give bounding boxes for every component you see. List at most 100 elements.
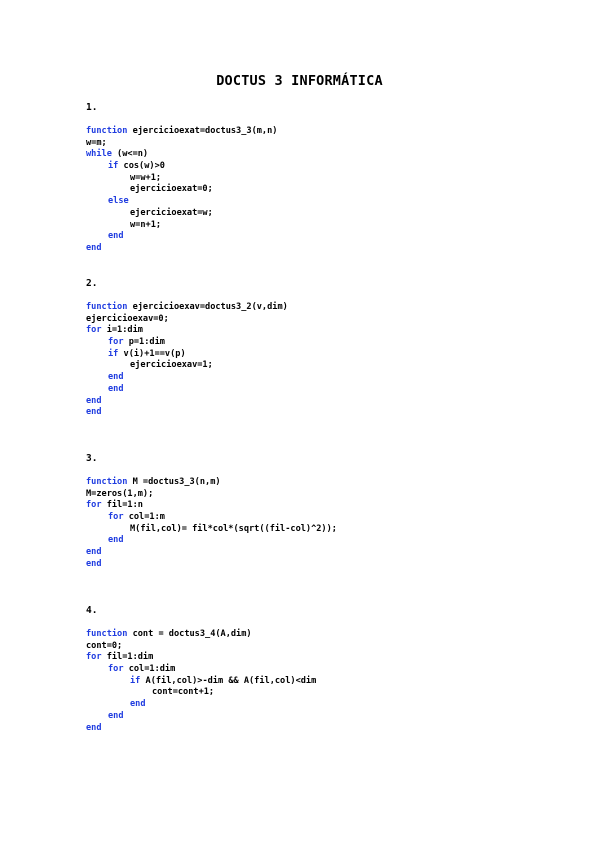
keyword: for bbox=[108, 512, 124, 523]
keyword: end bbox=[86, 558, 102, 569]
keyword: for bbox=[86, 325, 102, 336]
code-text: M =doctus3_3(n,m) bbox=[127, 477, 221, 487]
code-line: M(fil,col)= fil*col*(sqrt((fil-col)^2)); bbox=[86, 524, 546, 536]
keyword: end bbox=[86, 242, 102, 253]
code-text: ejercicioexat=w; bbox=[130, 207, 213, 218]
code-text: cos(w)>0 bbox=[118, 161, 165, 172]
keyword: function bbox=[86, 126, 128, 136]
code-text: cont=cont+1; bbox=[152, 687, 215, 698]
code-line: ejercicioexav=0; bbox=[86, 314, 546, 326]
code-line: end bbox=[86, 243, 546, 255]
code-block: function ejercicioexav=doctus3_2(v,dim) … bbox=[86, 302, 546, 419]
keyword: end bbox=[86, 395, 102, 406]
code-line: if cos(w)>0 bbox=[86, 161, 546, 173]
code-line: w=w+1; bbox=[86, 173, 546, 185]
keyword: function bbox=[86, 477, 128, 487]
code-text: ejercicioexav=doctus3_2(v,dim) bbox=[127, 302, 288, 312]
keyword: if bbox=[130, 675, 141, 686]
keyword: if bbox=[108, 161, 119, 172]
code-line: end bbox=[86, 711, 546, 723]
exercise-4: 4. function cont = doctus3_4(A,dim) cont… bbox=[86, 605, 546, 734]
code-line: for col=1:dim bbox=[86, 664, 546, 676]
code-text: (w<=n) bbox=[111, 149, 149, 160]
code-line: ejercicioexat=w; bbox=[86, 208, 546, 220]
keyword: end bbox=[108, 383, 124, 394]
code-line: w=n+1; bbox=[86, 220, 546, 232]
code-line: end bbox=[86, 231, 546, 243]
code-line: end bbox=[86, 384, 546, 396]
code-line: cont=cont+1; bbox=[86, 687, 546, 699]
code-line: for i=1:dim bbox=[86, 325, 546, 337]
code-line: function M =doctus3_3(n,m) bbox=[86, 477, 546, 489]
code-line: ejercicioexav=1; bbox=[86, 360, 546, 372]
keyword: end bbox=[108, 710, 124, 721]
code-block: function M =doctus3_3(n,m) M=zeros(1,m);… bbox=[86, 477, 546, 571]
exercise-number: 1. bbox=[86, 102, 98, 113]
code-text: A(fil,col)>-dim && A(fil,col)<dim bbox=[140, 675, 317, 686]
code-line: ejercicioexat=0; bbox=[86, 184, 546, 196]
exercise-number: 4. bbox=[86, 605, 98, 616]
keyword: function bbox=[86, 629, 128, 639]
code-text: col=1:dim bbox=[123, 664, 176, 675]
code-line: M=zeros(1,m); bbox=[86, 489, 546, 501]
code-line: end bbox=[86, 535, 546, 547]
keyword: else bbox=[108, 196, 129, 207]
keyword: end bbox=[108, 535, 124, 546]
code-line: for fil=1:dim bbox=[86, 652, 546, 664]
code-text: ejercicioexat=0; bbox=[130, 184, 213, 195]
code-line: while (w<=n) bbox=[86, 149, 546, 161]
code-line: end bbox=[86, 723, 546, 735]
exercise-number: 3. bbox=[86, 453, 98, 464]
code-line: end bbox=[86, 699, 546, 711]
code-line: end bbox=[86, 559, 546, 571]
code-text: p=1:dim bbox=[123, 337, 165, 348]
code-line: else bbox=[86, 196, 546, 208]
exercise-number: 2. bbox=[86, 278, 98, 289]
keyword: if bbox=[108, 348, 119, 359]
code-line: if A(fil,col)>-dim && A(fil,col)<dim bbox=[86, 676, 546, 688]
code-text: i=1:dim bbox=[101, 325, 143, 336]
code-text: ejercicioexat=doctus3_3(m,n) bbox=[127, 126, 278, 136]
keyword: end bbox=[86, 547, 102, 558]
code-text: fil=1:dim bbox=[101, 652, 154, 663]
code-line: end bbox=[86, 547, 546, 559]
code-text: cont = doctus3_4(A,dim) bbox=[127, 629, 252, 639]
code-line: w=m; bbox=[86, 138, 546, 150]
code-text: cont=0; bbox=[86, 640, 123, 651]
code-line: function ejercicioexat=doctus3_3(m,n) bbox=[86, 126, 546, 138]
exercise-2: 2. function ejercicioexav=doctus3_2(v,di… bbox=[86, 278, 546, 419]
code-text: col=1:m bbox=[123, 512, 165, 523]
keyword: end bbox=[130, 699, 146, 710]
keyword: while bbox=[86, 149, 112, 160]
exercise-1: 1. function ejercicioexat=doctus3_3(m,n)… bbox=[86, 102, 546, 255]
code-line: for p=1:dim bbox=[86, 337, 546, 349]
exercise-3: 3. function M =doctus3_3(n,m) M=zeros(1,… bbox=[86, 453, 546, 571]
code-line: for fil=1:n bbox=[86, 500, 546, 512]
keyword: end bbox=[108, 372, 124, 383]
page-title: DOCTUS 3 INFORMÁTICA bbox=[216, 73, 383, 89]
code-text: M=zeros(1,m); bbox=[86, 488, 154, 499]
code-line: if v(i)+1==v(p) bbox=[86, 349, 546, 361]
code-block: function cont = doctus3_4(A,dim) cont=0;… bbox=[86, 629, 546, 734]
keyword: end bbox=[86, 722, 102, 733]
code-line: function ejercicioexav=doctus3_2(v,dim) bbox=[86, 302, 546, 314]
code-text: w=n+1; bbox=[130, 219, 162, 230]
code-text: ejercicioexav=1; bbox=[130, 360, 213, 371]
code-text: fil=1:n bbox=[101, 500, 143, 511]
code-line: for col=1:m bbox=[86, 512, 546, 524]
keyword: end bbox=[108, 231, 124, 242]
code-line: function cont = doctus3_4(A,dim) bbox=[86, 629, 546, 641]
code-text: w=m; bbox=[86, 137, 107, 148]
keyword: end bbox=[86, 407, 102, 418]
keyword: function bbox=[86, 302, 128, 312]
code-text: w=w+1; bbox=[130, 172, 162, 183]
code-line: end bbox=[86, 372, 546, 384]
code-text: v(i)+1==v(p) bbox=[118, 348, 186, 359]
code-block: function ejercicioexat=doctus3_3(m,n) w=… bbox=[86, 126, 546, 255]
code-text: M(fil,col)= fil*col*(sqrt((fil-col)^2)); bbox=[130, 523, 337, 534]
keyword: for bbox=[86, 500, 102, 511]
code-line: cont=0; bbox=[86, 641, 546, 653]
code-line: end bbox=[86, 396, 546, 408]
code-text: ejercicioexav=0; bbox=[86, 313, 169, 324]
